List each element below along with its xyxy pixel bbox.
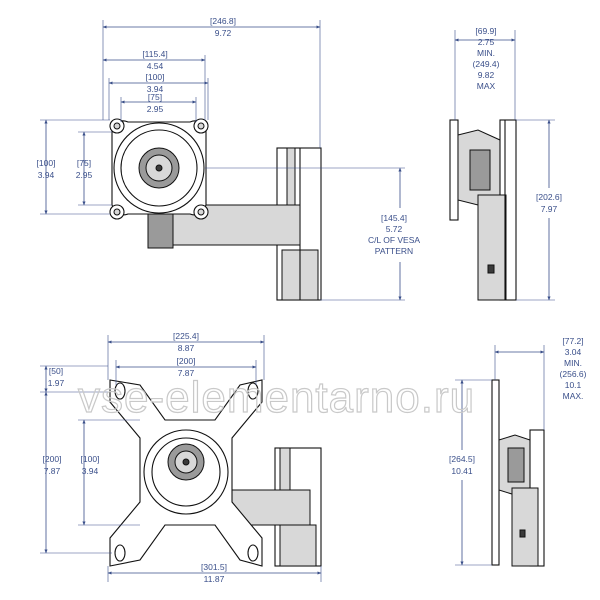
- bottom-front-w1-mm: [225.4]: [173, 331, 199, 341]
- bottom-front-w2-mm: [200]: [177, 356, 196, 366]
- bottom-front-h3-mm: [100]: [81, 454, 100, 464]
- top-side-depth-in-max: 9.82: [478, 70, 495, 80]
- bottom-front-h3-in: 3.94: [82, 466, 99, 476]
- bottom-side-depth-min: MIN.: [564, 358, 582, 368]
- bottom-front-h2-mm: [200]: [43, 454, 62, 464]
- top-side-depth-mm-max: (249.4): [473, 59, 500, 69]
- top-front-vesa-label-2: PATTERN: [375, 246, 413, 256]
- bottom-side-depth-mm: [77.2]: [562, 336, 583, 346]
- top-front-w4-in: 2.95: [147, 104, 164, 114]
- bottom-front-h1-in: 1.97: [48, 378, 65, 388]
- top-front-w3-mm: [100]: [146, 72, 165, 82]
- bottom-front-h2-in: 7.87: [44, 466, 61, 476]
- top-front-vesa-label-1: C/L OF VESA: [368, 235, 420, 245]
- bottom-front-w1-in: 8.87: [178, 343, 195, 353]
- bottom-side-depth-mm-max: (256.6): [560, 369, 587, 379]
- top-front-vesa-mm: [145.4]: [381, 213, 407, 223]
- top-side-height-in: 7.97: [541, 204, 558, 214]
- bottom-front-total-in: 11.87: [204, 574, 225, 584]
- bottom-front-view: [225.4] 8.87 [200] 7.87 [50] 1.97 [200] …: [40, 331, 322, 584]
- top-front-h2-mm: [75]: [77, 158, 91, 168]
- bottom-front-total-mm: [301.5]: [201, 562, 227, 572]
- bottom-side-depth-in: 3.04: [565, 347, 582, 357]
- top-side-depth-min: MIN.: [477, 48, 495, 58]
- top-front-h2-in: 2.95: [76, 170, 93, 180]
- top-side-view: [69.9] 2.75 MIN. (249.4) 9.82 MAX [202.6…: [449, 26, 562, 301]
- top-side-depth-mm: [69.9]: [475, 26, 496, 36]
- bottom-side-depth-in-max: 10.1: [565, 380, 582, 390]
- top-front-w4-mm: [75]: [148, 92, 162, 102]
- bottom-front-h1-mm: [50]: [49, 366, 63, 376]
- bottom-side-height-mm: [264.5]: [449, 454, 475, 464]
- watermark: vse-elementarno.ru: [78, 373, 475, 422]
- top-front-h1-mm: [100]: [37, 158, 56, 168]
- top-side-height-mm: [202.6]: [536, 192, 562, 202]
- top-front-width-in: 9.72: [215, 28, 232, 38]
- top-front-vesa-in: 5.72: [386, 224, 403, 234]
- bottom-side-view: [77.2] 3.04 MIN. (256.6) 10.1 MAX. [264.…: [449, 336, 587, 567]
- bottom-side-depth-max: MAX.: [563, 391, 584, 401]
- top-front-w3-in: 3.94: [147, 84, 164, 94]
- top-front-h1-in: 3.94: [38, 170, 55, 180]
- top-side-depth-in: 2.75: [478, 37, 495, 47]
- top-front-w2-mm: [115.4]: [142, 49, 167, 59]
- top-front-width-mm: [246.8]: [210, 16, 236, 26]
- bottom-side-height-in: 10.41: [451, 466, 473, 476]
- top-front-view: [246.8] 9.72 [115.4] 4.54 [100] 3.94 [75…: [37, 16, 420, 301]
- top-front-w2-in: 4.54: [147, 61, 164, 71]
- top-side-depth-max: MAX: [477, 81, 496, 91]
- bottom-front-w2-in: 7.87: [178, 368, 195, 378]
